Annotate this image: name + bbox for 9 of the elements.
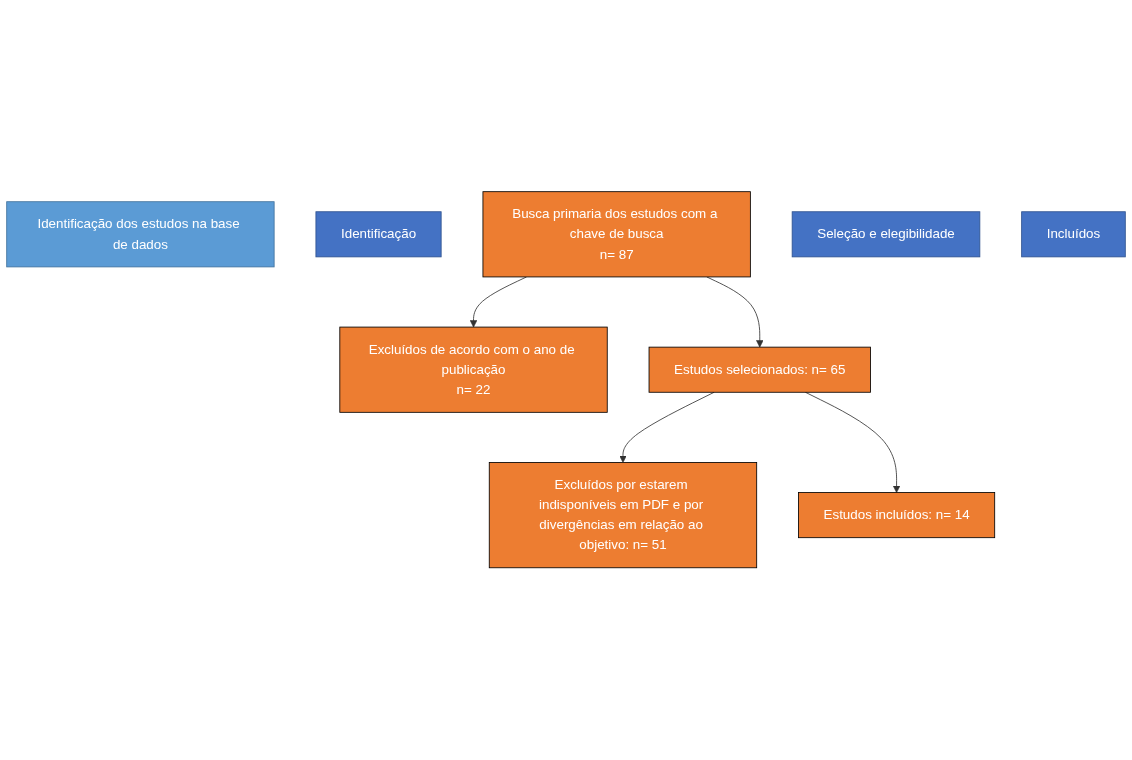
node-box: Excluídos por estarem indisponíveis em PDF e por divergências em relação ao objetivo: n= 51 bbox=[488, 462, 758, 569]
node-box: Busca primaria dos estudos com a chave de busca n= 87 bbox=[482, 191, 751, 278]
node-box: Estudos selecionados: n= 65 bbox=[648, 346, 871, 393]
node-box: Identificação dos estudos na base de dados bbox=[6, 201, 275, 268]
node-box: Excluídos de acordo com o ano de publicação n= 22 bbox=[339, 326, 608, 413]
node-box: Identificação bbox=[315, 211, 442, 258]
node-box: Incluídos bbox=[1021, 211, 1126, 258]
node-box: Estudos incluídos: n= 14 bbox=[798, 492, 996, 539]
node-box: Seleção e elegibilidade bbox=[791, 211, 981, 258]
